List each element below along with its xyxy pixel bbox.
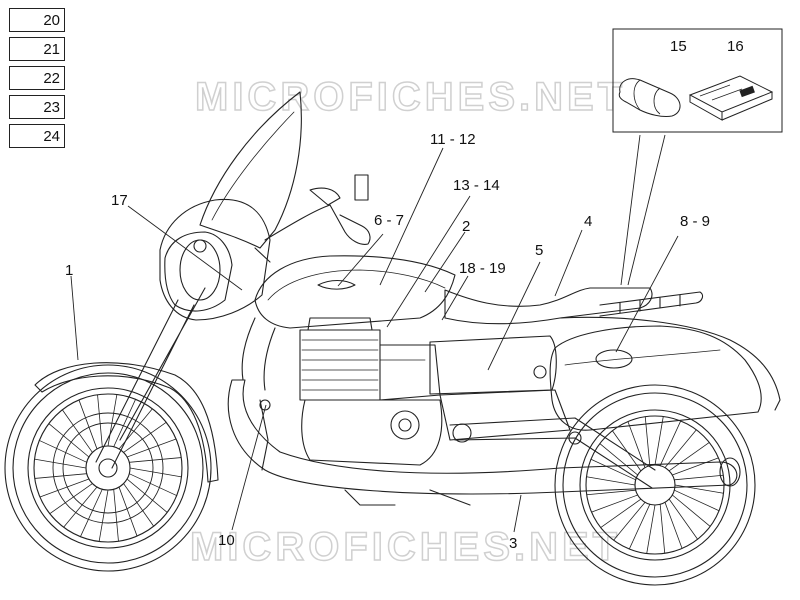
legend-box-label: 22: [43, 70, 60, 87]
legend-box-24: 24: [9, 124, 65, 148]
front-wheel: [4, 364, 212, 572]
wheel-spoke: [644, 416, 651, 467]
callout-8-9: 8 - 9: [680, 213, 710, 230]
callout-labels: 1 2 3 4 5 6 - 7 8 - 9 10 11 - 12 13 - 14…: [65, 38, 744, 552]
watermark-bottom: MICROFICHES.NET: [190, 525, 621, 569]
wheel-spoke: [118, 486, 138, 537]
side-panel: [429, 335, 557, 395]
wheel-spoke: [128, 473, 178, 496]
wheel-spoke: [128, 457, 182, 463]
wheel-spoke: [613, 501, 646, 541]
callout-15: 15: [670, 38, 687, 55]
wheel-spoke: [38, 440, 88, 463]
front-fairing: [159, 198, 271, 321]
frame-downtube: [241, 317, 276, 391]
wheel-spoke: [612, 430, 642, 472]
legend-box-22: 22: [9, 66, 65, 90]
wheel-spoke: [646, 504, 656, 554]
wheel-spoke: [34, 458, 87, 469]
wheel-spoke: [80, 488, 103, 538]
wheel-spoke: [97, 394, 103, 448]
wheel-spoke: [668, 498, 698, 540]
wheel-spoke: [664, 501, 683, 549]
wheel-spoke: [671, 494, 711, 527]
wheel-spoke: [107, 394, 118, 447]
wheel-spoke: [586, 476, 636, 486]
wheel-spoke: [78, 399, 98, 450]
wheel-spoke: [659, 420, 682, 467]
swing-arm: [449, 417, 656, 489]
wheel-spoke: [63, 486, 98, 528]
callout-17: 17: [111, 192, 128, 209]
wheel-spoke: [627, 421, 646, 469]
callout-2: 2: [462, 218, 470, 235]
wheel-spoke: [48, 423, 90, 458]
wheel-spoke: [126, 438, 177, 458]
wheel-spoke: [39, 478, 90, 498]
wheel-spoke: [591, 494, 639, 513]
engine: [299, 317, 571, 466]
callout-18-19: 18 - 19: [459, 260, 506, 277]
leader-lines: [70, 134, 679, 533]
callout-3: 3: [509, 535, 517, 552]
fuel-tank: [254, 255, 456, 329]
wheel-spoke: [654, 416, 664, 466]
wheel-spoke: [123, 421, 167, 453]
watermark-top: MICROFICHES.NET: [195, 75, 626, 119]
legend-box-21: 21: [9, 37, 65, 61]
accessory-box: [612, 28, 783, 133]
wheel-spoke: [586, 489, 637, 496]
legend-box-label: 21: [43, 41, 60, 58]
legend-box-23: 23: [9, 95, 65, 119]
wheel-spoke: [674, 484, 724, 494]
legend-box-label: 20: [43, 12, 60, 29]
wheel-spoke: [673, 489, 720, 512]
front-fork: [95, 287, 206, 469]
handlebar: [264, 204, 371, 245]
wheel-spoke: [113, 398, 136, 448]
callout-1: 1: [65, 262, 73, 279]
rear-fender: [559, 316, 781, 411]
callout-5: 5: [535, 242, 543, 259]
wheel-spoke: [590, 458, 637, 481]
exhaust: [227, 379, 738, 495]
callout-4: 4: [584, 213, 592, 230]
luggage-rack: [599, 291, 704, 317]
callout-6-7: 6 - 7: [374, 212, 404, 229]
wheel-spoke: [126, 478, 168, 513]
wheel-spoke: [600, 498, 642, 528]
legend-box-label: 23: [43, 99, 60, 116]
wheel-spoke: [671, 457, 719, 476]
saddlebag: [549, 325, 762, 431]
wheel-spoke: [628, 503, 651, 550]
wheel-spoke: [668, 442, 710, 472]
cover-roll-icon: [618, 78, 681, 117]
wheel-spoke: [98, 489, 109, 542]
wheel-spoke: [673, 474, 724, 481]
motorcycle-drawing: [4, 91, 781, 586]
front-fender: [34, 362, 219, 483]
callout-13-14: 13 - 14: [453, 177, 500, 194]
wheel-spoke: [34, 473, 88, 479]
wheel-spoke: [599, 443, 639, 476]
legend-box-20: 20: [9, 8, 65, 32]
wheel-spoke: [664, 429, 697, 469]
wheel-spoke: [659, 503, 666, 554]
wheel-spoke: [123, 483, 155, 527]
wheel-spoke: [129, 467, 182, 478]
wheel-spoke: [49, 483, 93, 515]
callout-11-12: 11 - 12: [430, 131, 476, 148]
windshield: [199, 91, 302, 249]
legend-box-label: 24: [43, 128, 60, 145]
wheel-spoke: [61, 409, 93, 453]
callout-10: 10: [218, 532, 235, 549]
callout-16: 16: [727, 38, 744, 55]
manual-icon: [688, 75, 774, 113]
wheel-spoke: [113, 488, 119, 542]
